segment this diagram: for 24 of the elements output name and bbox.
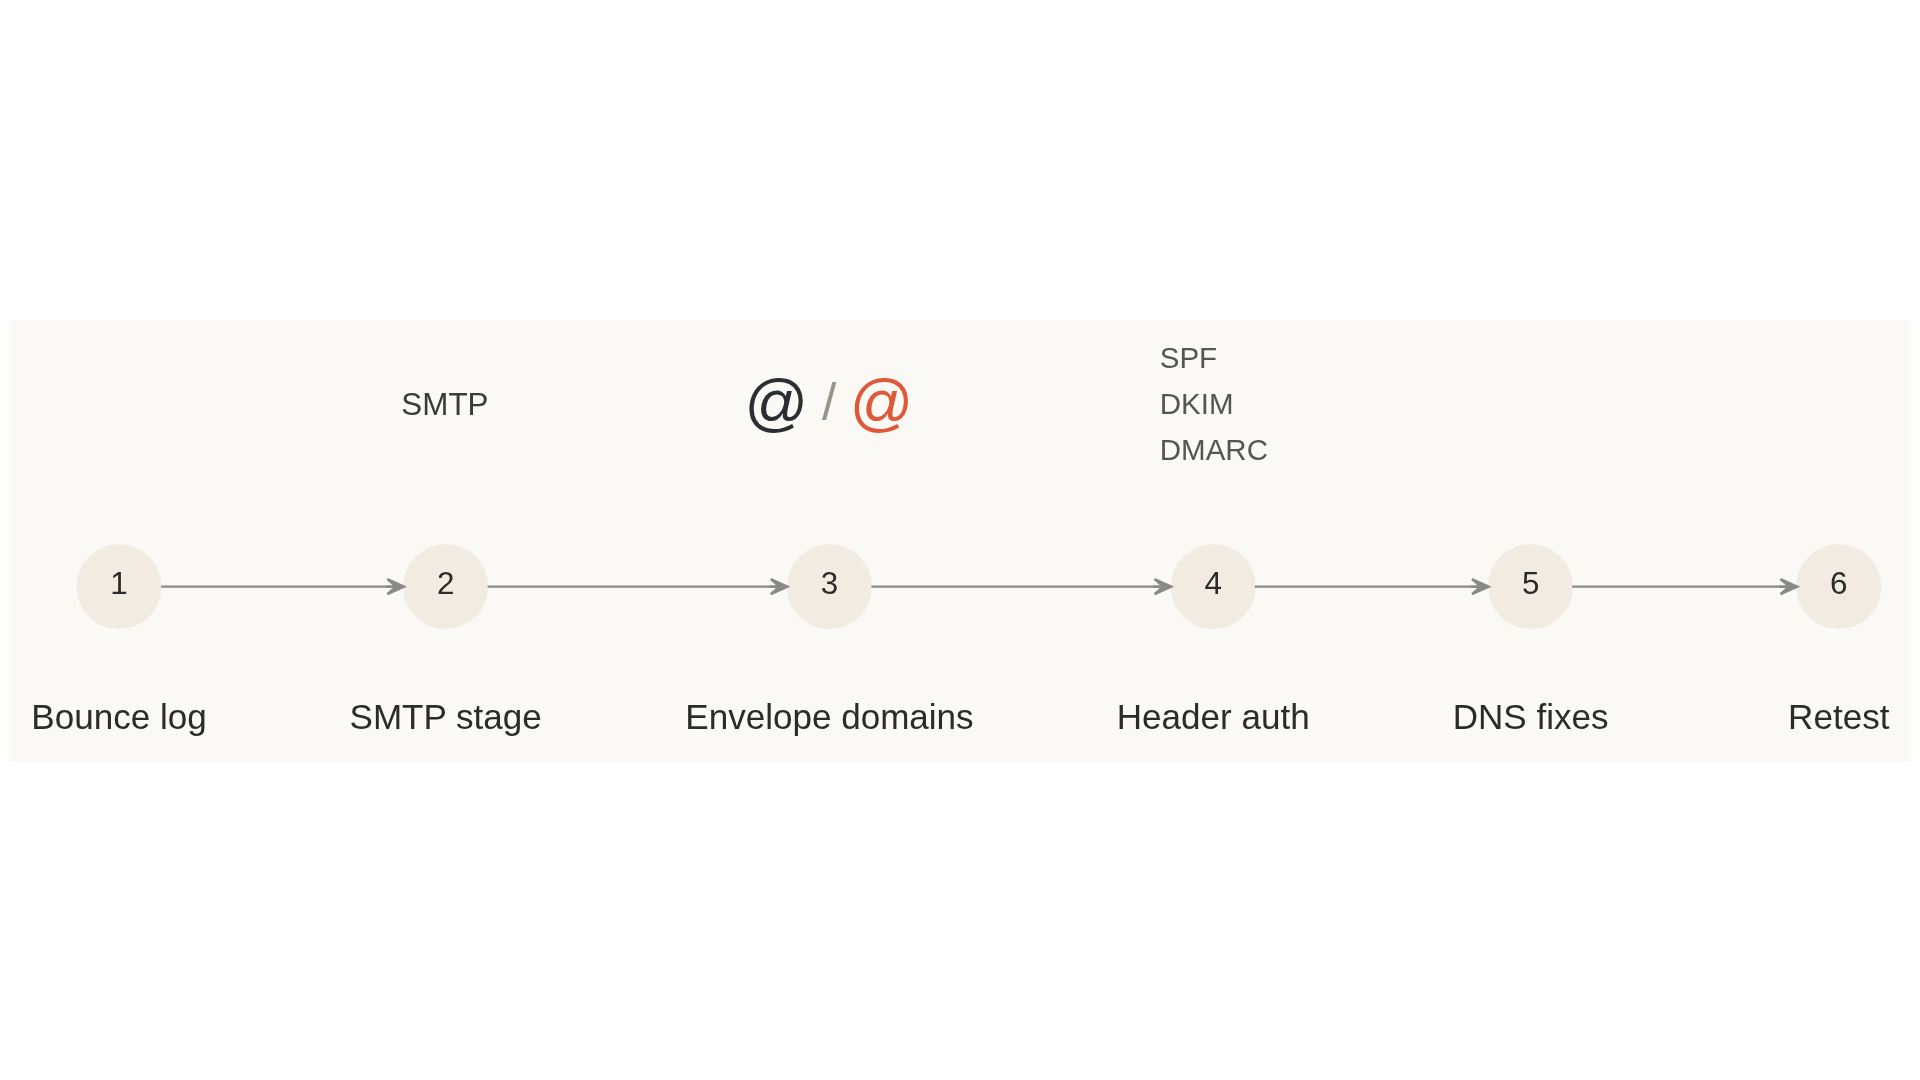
node-circle: 1 — [76, 543, 162, 629]
label: SMTP — [401, 386, 489, 422]
label: @ — [849, 366, 914, 437]
node-circle: 6 — [1796, 543, 1882, 629]
node-label: SMTP stage — [349, 696, 542, 736]
node-label: Retest — [1788, 696, 1890, 736]
arrow — [1572, 577, 1799, 595]
node-circle: 4 — [1170, 543, 1256, 629]
node-label: Bounce log — [31, 696, 207, 736]
label: DKIM — [1159, 386, 1234, 420]
node-circle: 3 — [787, 543, 872, 629]
label: @ — [744, 366, 809, 437]
node-label: Envelope domains — [685, 696, 974, 736]
label: SPF — [1159, 340, 1218, 374]
node-label: DNS fixes — [1452, 696, 1609, 736]
node-label: Header auth — [1116, 696, 1310, 736]
label: / — [822, 372, 837, 431]
arrow — [871, 577, 1173, 595]
node-circle: 2 — [403, 543, 489, 629]
arrow — [1254, 577, 1490, 595]
node-circle: 5 — [1488, 543, 1574, 629]
arrow — [161, 577, 406, 595]
arrow — [487, 577, 789, 595]
label: DMARC — [1159, 432, 1268, 466]
